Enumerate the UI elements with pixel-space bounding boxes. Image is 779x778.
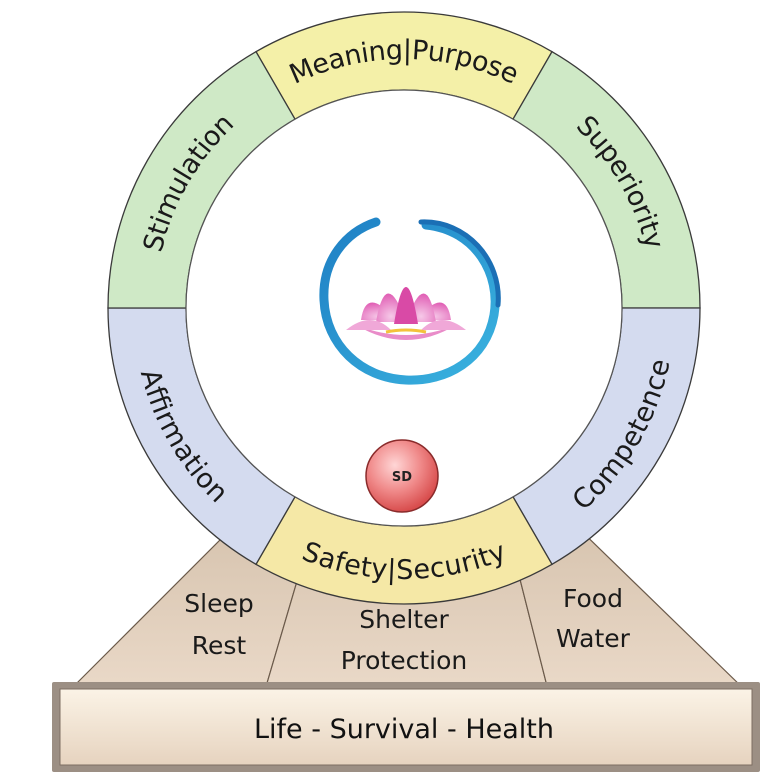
base-labels: Sleep Rest Shelter Protection Food Water [184,584,630,675]
base-left-line2: Rest [192,631,247,660]
base-middle-line2: Protection [341,646,467,675]
base-middle-line1: Shelter [359,605,449,634]
sd-ball: SD [365,439,439,513]
base-right-line1: Food [563,584,623,613]
life-survival-health-bar: Life - Survival - Health [52,682,760,772]
base-right-line2: Water [556,624,631,653]
base-left-line1: Sleep [184,589,253,618]
sd-label: SD [392,470,412,485]
lotus-enso-icon [319,217,501,385]
bar-label: Life - Survival - Health [254,714,554,745]
